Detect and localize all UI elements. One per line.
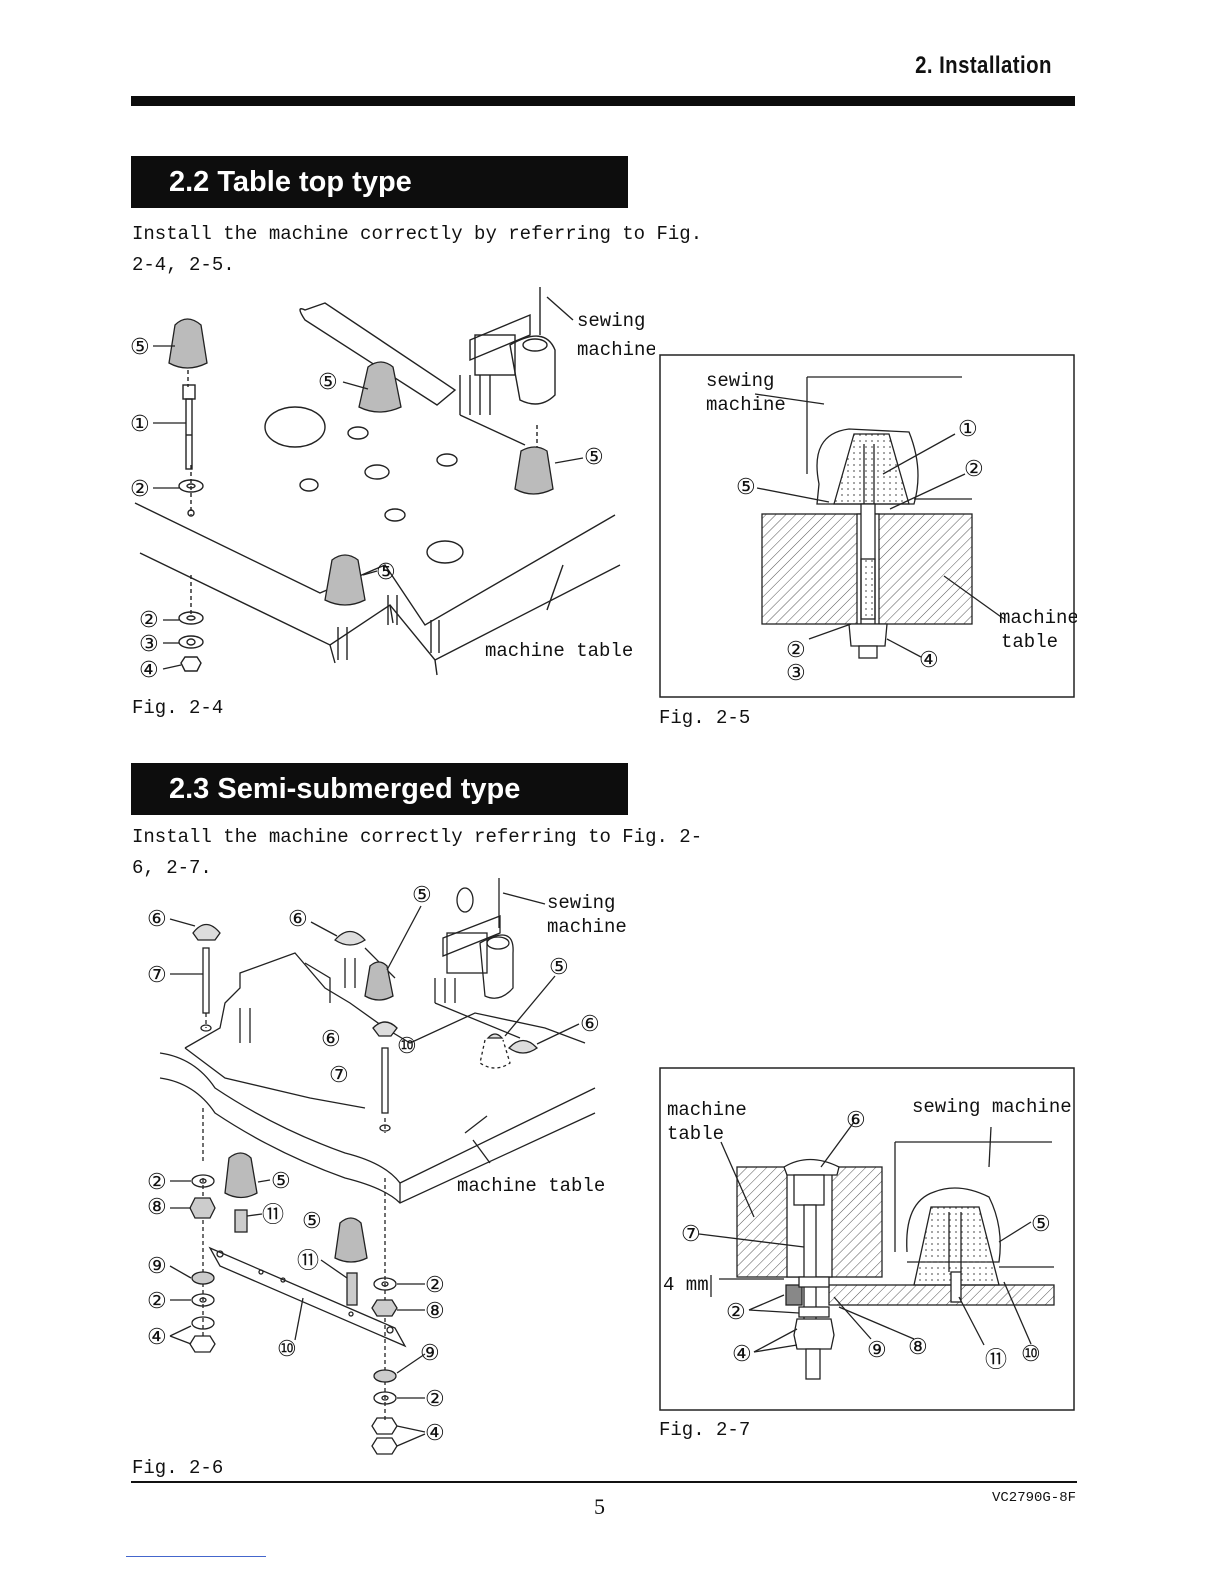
fig26-callout: ⑩ — [277, 1338, 297, 1363]
fig26-callout: ② — [425, 1388, 445, 1413]
fig24-caption: Fig. 2-4 — [132, 697, 224, 719]
fig26-callout: ⑥ — [580, 1013, 600, 1038]
fig24-label-sewing: sewing — [577, 310, 645, 332]
fig25-label-mt2: table — [1001, 631, 1058, 653]
fig24-callout: ③ — [139, 632, 159, 657]
fig27-caption: Fig. 2-7 — [659, 1419, 751, 1441]
section-2-2-line2: 2-4, 2-5. — [132, 254, 235, 276]
fig24-callout: ⑤ — [318, 370, 338, 395]
section-2-2-text: Install the machine correctly by referri… — [132, 219, 702, 281]
fig26-callout: ⑧ — [425, 1300, 445, 1325]
fig27-label-sm: sewing machine — [912, 1096, 1072, 1118]
fig27-label-4mm: 4 mm — [663, 1274, 709, 1296]
section-2-2-line1: Install the machine correctly by referri… — [132, 223, 703, 245]
fig26-label-machine: machine — [547, 916, 627, 938]
fig26-callout: ⑥ — [321, 1028, 341, 1053]
fig25-callout: ③ — [786, 662, 806, 687]
figure-2-7: machine table sewing machine 4 mm ⑥ ⑦ ② … — [659, 1067, 1075, 1411]
section-2-3-line2: 6, 2-7. — [132, 857, 212, 879]
fig24-label-table: machine table — [485, 640, 633, 662]
fig27-callout: ⑥ — [846, 1109, 866, 1134]
fig26-callout: ⑩ — [397, 1035, 417, 1060]
fig26-callout: ② — [147, 1171, 167, 1196]
fig27-callout: ④ — [732, 1343, 752, 1368]
fig26-callout: ⑤ — [271, 1170, 291, 1195]
fig25-callout: ② — [786, 639, 806, 664]
fig24-callout: ⑤ — [376, 560, 396, 585]
fig26-callout: ④ — [147, 1326, 167, 1351]
fig25-label-mt1: machine — [999, 607, 1077, 629]
fig26-callout: ⑦ — [329, 1064, 349, 1089]
fig26-callout: ⑥ — [147, 908, 167, 933]
page-number: 5 — [594, 1494, 605, 1519]
fig24-callout: ⑤ — [130, 335, 150, 360]
section-2-3-text: Install the machine correctly referring … — [132, 822, 702, 884]
fig26-caption: Fig. 2-6 — [132, 1457, 224, 1479]
fig25-callout: ④ — [919, 649, 939, 674]
fig26-callout: ⑦ — [147, 964, 167, 989]
section-2-3-line1: Install the machine correctly referring … — [132, 826, 703, 848]
fig27-callout: ⑧ — [908, 1336, 928, 1361]
fig24-label-machine: machine — [577, 339, 655, 361]
fig26-callout: ⑨ — [147, 1255, 167, 1280]
fig26-callout: ④ — [425, 1422, 445, 1447]
section-title-2-2: 2.2 Table top type — [131, 156, 628, 208]
running-header: 2. Installation — [915, 52, 1052, 79]
fig26-callout: ⑤ — [412, 884, 432, 909]
figure-2-6: ⑥ ⑦ ⑥ ⑤ ⑤ ⑥ ⑥ ⑩ ⑦ ② ⑤ ⑧ ⑪ ⑤ ⑪ ⑨ ② ④ ⑩ ② … — [147, 878, 627, 1455]
fig27-callout: ⑪ — [985, 1348, 1007, 1374]
section-title-2-3: 2.3 Semi-submerged type — [131, 763, 628, 815]
fig26-callout: ⑨ — [420, 1342, 440, 1367]
bottom-link-underline — [126, 1556, 266, 1557]
fig27-callout: ② — [726, 1301, 746, 1326]
figure-2-4: ⑤ ① ② ⑤ ⑤ ⑤ ② ③ ④ sewing machine machine… — [130, 287, 655, 683]
fig27-label-mt1: machine — [667, 1099, 747, 1121]
fig26-callout: ⑤ — [549, 956, 569, 981]
fig26-callout: ② — [147, 1290, 167, 1315]
fig25-callout: ② — [964, 458, 984, 483]
fig26-callout: ⑥ — [288, 908, 308, 933]
fig24-callout: ④ — [139, 658, 159, 683]
fig27-callout: ⑤ — [1031, 1213, 1051, 1238]
fig26-label-sewing: sewing — [547, 892, 615, 914]
fig26-callout: ⑤ — [302, 1210, 322, 1235]
fig24-callout: ② — [139, 608, 159, 633]
fig27-callout: ⑩ — [1021, 1343, 1041, 1368]
document-code: VC2790G-8F — [991, 1490, 1076, 1506]
fig27-callout: ⑦ — [681, 1223, 701, 1248]
fig25-callout: ① — [958, 418, 978, 443]
fig26-callout: ⑧ — [147, 1196, 167, 1221]
fig26-callout: ⑪ — [297, 1249, 319, 1275]
figure-2-5: sewing machine machine table ① ② ⑤ ② ③ ④ — [659, 354, 1077, 698]
fig25-label-machine: machine — [706, 394, 786, 416]
fig25-caption: Fig. 2-5 — [659, 707, 751, 729]
fig25-callout: ⑤ — [736, 476, 756, 501]
header-rule — [131, 96, 1075, 106]
fig25-label-sewing: sewing — [706, 370, 774, 392]
footer-rule — [131, 1481, 1077, 1483]
fig24-callout: ② — [130, 477, 150, 502]
fig26-callout: ⑪ — [262, 1203, 284, 1229]
fig24-callout: ⑤ — [584, 445, 604, 470]
fig27-label-mt2: table — [667, 1123, 724, 1145]
fig26-label-table: machine table — [457, 1175, 605, 1197]
fig27-callout: ⑨ — [867, 1339, 887, 1364]
fig24-callout: ① — [130, 412, 150, 437]
fig26-callout: ② — [425, 1274, 445, 1299]
